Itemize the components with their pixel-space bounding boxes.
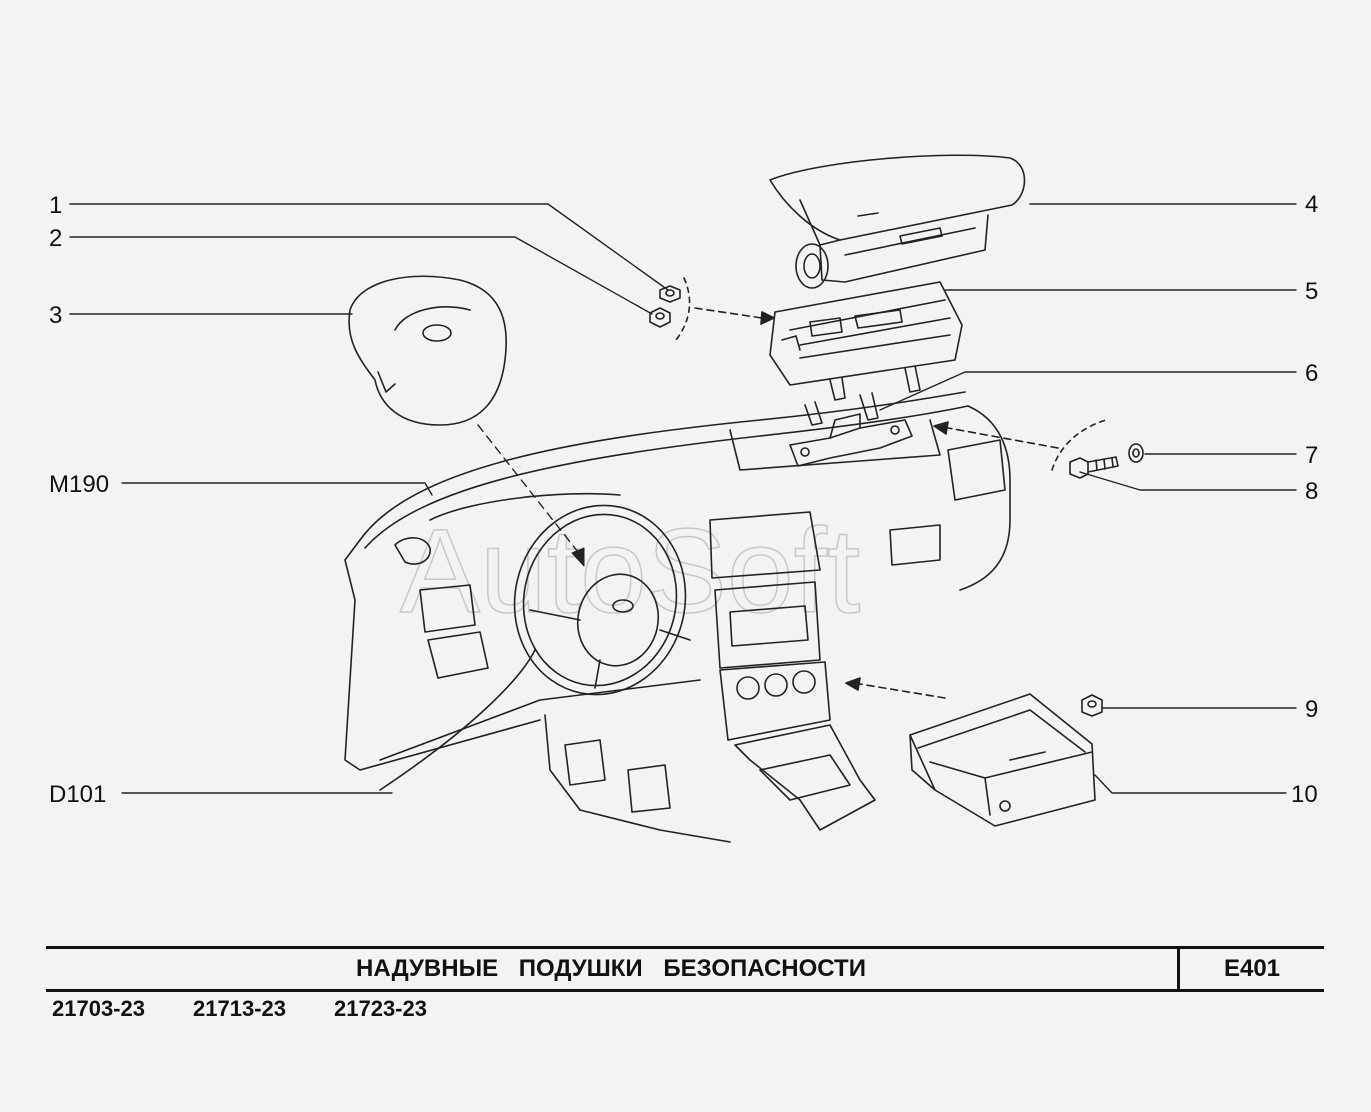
bolt-icon [1069,456,1119,479]
nut-9-icon [1081,694,1103,717]
model-code: 21713-23 [193,996,286,1021]
footer-bottom-rule [46,989,1324,992]
mounting-bracket [789,392,913,467]
washer-icon [1128,443,1144,463]
model-code: 21703-23 [52,996,145,1021]
callout-4: 4 [1305,191,1318,218]
section-code: E401 [1223,955,1281,982]
callout-8: 8 [1305,478,1318,505]
page-title: НАДУВНЫЕ ПОДУШКИ БЕЗОПАСНОСТИ [356,955,866,982]
passenger-airbag-module [769,154,1026,289]
model-code: 21723-23 [334,996,427,1021]
callout-d101: D101 [49,781,106,808]
watermark-text: AutoSoft [400,504,860,638]
callout-5: 5 [1305,278,1318,305]
footer-divider [1177,946,1180,992]
callout-7: 7 [1305,442,1318,469]
callout-2: 2 [49,225,62,252]
callout-1: 1 [49,192,62,219]
airbag-housing-bracket [769,281,963,401]
footer-top-rule [46,946,1324,949]
nut-2-icon [649,307,671,328]
callout-9: 9 [1305,696,1318,723]
callout-10: 10 [1291,781,1318,808]
nut-1-icon [659,285,681,303]
steering-wheel [379,504,691,791]
driver-airbag-module [348,275,507,426]
callout-3: 3 [49,302,62,329]
callout-6: 6 [1305,360,1318,387]
airbag-control-unit [909,693,1096,827]
leader-lines [69,203,1297,794]
callout-m190: M190 [49,471,109,498]
dashboard-panel [344,391,1011,843]
